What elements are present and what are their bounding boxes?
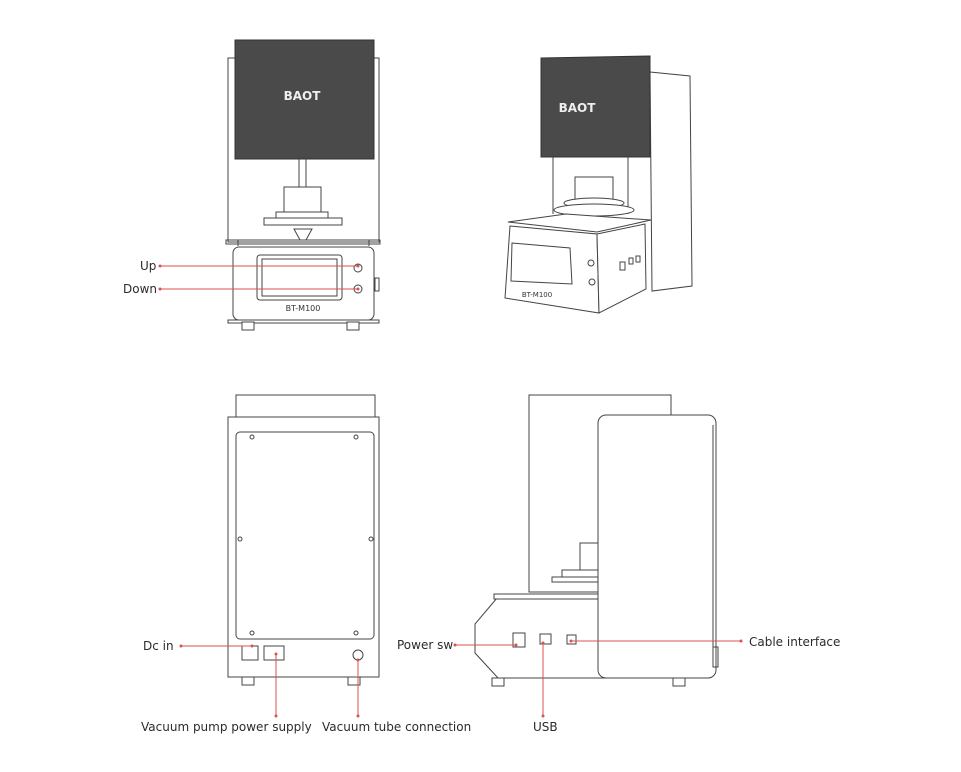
iso-logo: BAOT [559,101,597,115]
side-view [474,394,719,687]
callout-dc-in: Dc in [143,639,174,653]
callout-cable-interface: Cable interface [749,635,841,649]
callout-vacuum-tube-connection: Vacuum tube connection [322,720,472,734]
callout-power-sw: Power sw [397,638,454,652]
callout-down: Down [123,282,158,296]
iso-model: BT-M100 [522,291,552,299]
callout-up: Up [140,259,157,273]
front-model: BT-M100 [286,304,321,313]
isometric-view: BAOT BT-M100 [504,55,693,314]
callout-vacuum-pump-power-supply: Vacuum pump power supply [141,720,312,734]
front-logo: BAOT [284,89,322,103]
front-view: BAOT BT-M100 [225,39,381,331]
callout-lines [158,264,743,718]
rear-view [227,394,380,686]
callout-usb: USB [533,720,558,734]
